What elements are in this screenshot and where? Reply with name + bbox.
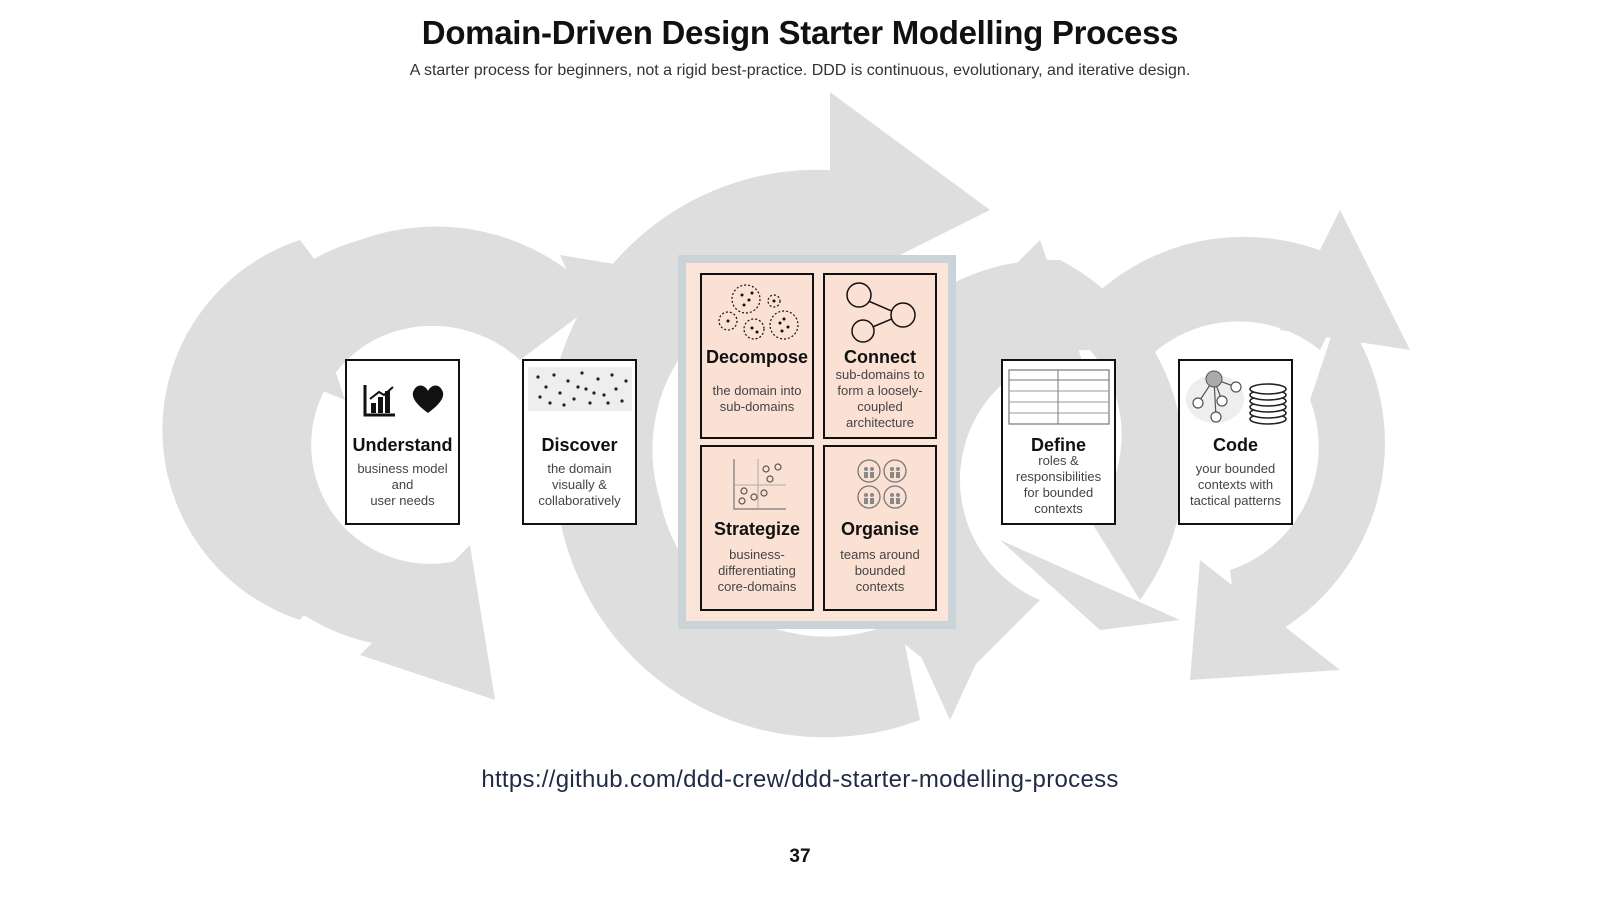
step-name: Define xyxy=(1030,435,1086,455)
right-loop-arrow-2 xyxy=(1230,310,1385,650)
step-card-define: Define roles & responsibilities for boun… xyxy=(1001,359,1116,525)
step-description: business- differentiating core-domains xyxy=(702,547,812,595)
step-card-organise: Organise teams around bounded contexts xyxy=(823,445,937,611)
desc-line: contexts xyxy=(855,579,905,594)
desc-line: architecture xyxy=(846,415,914,430)
desc-line: contexts with xyxy=(1197,477,1274,492)
middle-loop-arrowhead-top xyxy=(830,92,990,290)
desc-line: tactical patterns xyxy=(1189,493,1282,508)
left-loop-arrow-3 xyxy=(360,226,600,360)
right-mid-arrow-2 xyxy=(1060,260,1185,600)
right-mid-arrowhead-bottom xyxy=(1000,540,1180,630)
desc-line: business- xyxy=(729,547,785,562)
step-name: Strategize xyxy=(713,519,801,539)
right-loop-arrow xyxy=(1080,236,1360,380)
desc-line: business model xyxy=(357,461,448,476)
step-card-discover: Discover the domain visually & collabora… xyxy=(522,359,637,525)
network-icon xyxy=(1186,370,1244,423)
left-loop-arrow-2 xyxy=(207,240,470,648)
step-card-decompose: Decompose the domain into sub-domains xyxy=(700,273,814,439)
desc-line: teams around xyxy=(840,547,920,562)
step-description: teams around bounded contexts xyxy=(825,547,935,595)
desc-line: responsibilities xyxy=(1015,469,1102,484)
connected-nodes-icon xyxy=(846,282,916,343)
step-description: your bounded contexts with tactical patt… xyxy=(1180,461,1291,509)
step-card-connect: Connect sub-domains to form a loosely- c… xyxy=(823,273,937,439)
desc-line: user needs xyxy=(370,493,435,508)
step-name: Understand xyxy=(352,435,453,455)
desc-line: form a loosely- xyxy=(837,383,923,398)
desc-line: visually & xyxy=(552,477,607,492)
step-name: Decompose xyxy=(705,347,809,367)
desc-line: sub-domains xyxy=(719,399,795,414)
right-loop-arrowhead-top xyxy=(1280,210,1410,350)
step-card-code: Code your bounded contexts with tactical… xyxy=(1178,359,1293,525)
bar-chart-icon xyxy=(363,385,395,417)
sticky-dots-icon xyxy=(528,367,632,411)
step-description: sub-domains to form a loosely- coupled a… xyxy=(825,367,935,431)
desc-line: collaboratively xyxy=(538,493,621,508)
right-loop-arrowhead-bottom xyxy=(1190,560,1340,680)
desc-line: roles & xyxy=(1038,453,1079,468)
step-description: the domain into sub-domains xyxy=(702,383,812,415)
desc-line: the domain into xyxy=(712,383,802,398)
bubbles-icon xyxy=(718,284,799,340)
step-card-strategize: Strategize business- differentiating cor… xyxy=(700,445,814,611)
database-icon xyxy=(1249,383,1287,425)
desc-line: and xyxy=(391,477,414,492)
desc-line: coupled xyxy=(857,399,903,414)
step-description: the domain visually & collaboratively xyxy=(524,461,635,509)
page-title: Domain-Driven Design Starter Modelling P… xyxy=(421,14,1179,51)
page-number: 37 xyxy=(789,846,811,867)
repository-link[interactable]: https://github.com/ddd-crew/ddd-starter-… xyxy=(481,766,1119,793)
step-description: business model and user needs xyxy=(347,461,458,509)
desc-line: differentiating xyxy=(718,563,796,578)
desc-line: sub-domains to xyxy=(835,367,925,382)
step-name: Connect xyxy=(844,347,916,367)
step-name: Code xyxy=(1213,435,1258,455)
desc-line: core-domains xyxy=(717,579,797,594)
step-description: roles & responsibilities for bounded con… xyxy=(1003,453,1114,517)
page-subtitle: A starter process for beginners, not a r… xyxy=(409,62,1191,79)
desc-line: your bounded xyxy=(1195,461,1276,476)
table-icon xyxy=(1008,369,1110,425)
scatter-plot-icon xyxy=(733,459,786,510)
strategic-design-panel: Decompose the domain into sub-domains Co… xyxy=(678,255,956,629)
heart-icon xyxy=(412,385,444,413)
desc-line: for bounded xyxy=(1023,485,1094,500)
left-loop-arrowhead-bottom xyxy=(360,545,495,700)
desc-line: bounded xyxy=(854,563,906,578)
desc-line: the domain xyxy=(547,461,612,476)
desc-line: contexts xyxy=(1034,501,1083,516)
team-icon xyxy=(857,459,907,509)
step-card-understand: Understand business model and user needs xyxy=(345,359,460,525)
step-name: Discover xyxy=(541,435,618,455)
step-name: Organise xyxy=(840,519,920,539)
